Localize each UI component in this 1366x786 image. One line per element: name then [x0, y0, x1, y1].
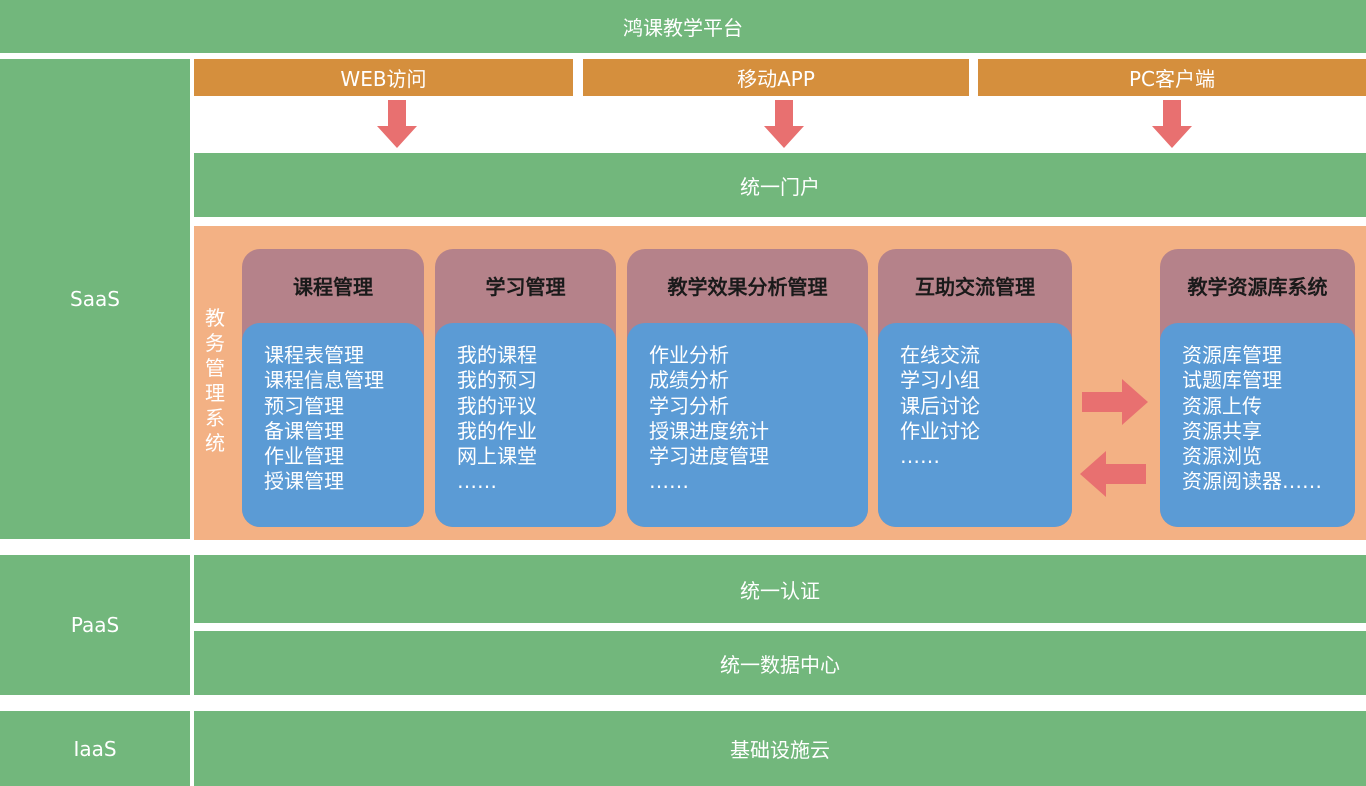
list-item: 学习小组 [900, 368, 980, 393]
module-teaching-effect-analysis: 教学效果分析管理 作业分析 成绩分析 学习分析 授课进度统计 学习进度管理 …… [627, 249, 868, 527]
list-item: 作业分析 [649, 343, 729, 367]
list-item: …… [900, 444, 940, 469]
list-item: 成绩分析 [649, 368, 729, 393]
unified-data-center: 统一数据中心 [194, 631, 1366, 695]
module-study-management: 学习管理 我的课程 我的预习 我的评议 我的作业 网上课堂 …… [435, 249, 616, 527]
list-item: 资源共享 [1182, 418, 1262, 443]
module-title: 教学效果分析管理 [667, 274, 828, 299]
list-item: …… [457, 469, 497, 494]
access-pc-client: PC客户端 [978, 59, 1366, 96]
list-item: 课程信息管理 [264, 368, 384, 393]
list-item: 课后讨论 [900, 393, 980, 418]
list-item: 网上课堂 [457, 444, 537, 469]
layer-iaas: IaaS [0, 711, 190, 786]
list-item: 资源阅读器…… [1182, 469, 1322, 494]
arrow-right-icon [1082, 379, 1148, 425]
list-item: 资源上传 [1182, 393, 1262, 418]
module-course-management: 课程管理 课程表管理 课程信息管理 预习管理 备课管理 作业管理 授课管理 [242, 249, 424, 527]
arrow-down-icon [764, 100, 804, 148]
module-teaching-resource-library: 教学资源库系统 资源库管理 试题库管理 资源上传 资源共享 资源浏览 资源阅读器… [1160, 249, 1355, 527]
system-label: 教 务 管 理 系 统 [205, 306, 225, 455]
access-mobile-app: 移动APP [583, 59, 969, 96]
list-item: 备课管理 [264, 418, 344, 443]
module-body: 作业分析 成绩分析 学习分析 授课进度统计 学习进度管理 …… [627, 323, 868, 527]
module-body: 我的课程 我的预习 我的评议 我的作业 网上课堂 …… [435, 323, 616, 527]
list-item: 资源库管理 [1182, 343, 1282, 367]
module-title: 学习管理 [485, 274, 566, 299]
module-title: 课程管理 [293, 274, 373, 299]
module-body: 在线交流 学习小组 课后讨论 作业讨论 …… [878, 323, 1072, 527]
list-item: 我的课程 [457, 343, 537, 367]
list-item: 授课进度统计 [649, 418, 769, 443]
list-item: 预习管理 [264, 393, 344, 418]
list-item: 我的预习 [457, 368, 537, 393]
layer-paas: PaaS [0, 555, 190, 695]
list-item: 我的评议 [457, 393, 537, 418]
list-item: 作业管理 [264, 444, 344, 469]
list-item: 课程表管理 [264, 343, 364, 367]
list-item: 学习进度管理 [649, 444, 769, 469]
platform-title: 鸿课教学平台 [0, 0, 1366, 53]
module-body: 课程表管理 课程信息管理 预习管理 备课管理 作业管理 授课管理 [242, 323, 424, 527]
module-body: 资源库管理 试题库管理 资源上传 资源共享 资源浏览 资源阅读器…… [1160, 323, 1355, 527]
list-item: 授课管理 [264, 469, 344, 494]
layer-saas: SaaS [0, 59, 190, 539]
arrow-left-icon [1080, 451, 1146, 497]
list-item: 试题库管理 [1182, 368, 1282, 393]
module-title: 教学资源库系统 [1187, 274, 1328, 299]
list-item: 在线交流 [900, 343, 980, 367]
unified-portal: 统一门户 [194, 153, 1366, 217]
module-mutual-communication: 互助交流管理 在线交流 学习小组 课后讨论 作业讨论 …… [878, 249, 1072, 527]
infrastructure-cloud: 基础设施云 [194, 711, 1366, 786]
list-item: 资源浏览 [1182, 444, 1262, 469]
access-web: WEB访问 [194, 59, 573, 96]
list-item: 学习分析 [649, 393, 729, 418]
module-title: 互助交流管理 [915, 274, 1035, 299]
list-item: 我的作业 [457, 418, 537, 443]
arrow-down-icon [1152, 100, 1192, 148]
list-item: …… [649, 469, 689, 494]
list-item: 作业讨论 [900, 418, 980, 443]
arrow-down-icon [377, 100, 417, 148]
unified-authentication: 统一认证 [194, 555, 1366, 623]
